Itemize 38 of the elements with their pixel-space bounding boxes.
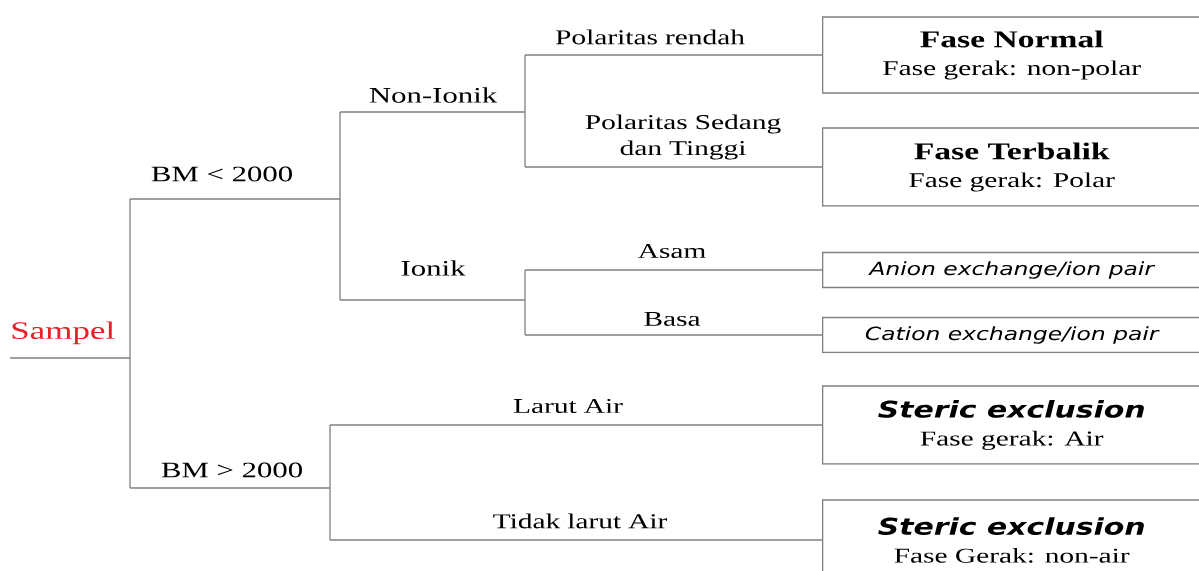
edge-label: Polaritas rendah [555,29,745,45]
branch-line [329,424,823,426]
branch-label: Non-Ionik [369,87,498,103]
branch-line [129,357,131,489]
branch-line [524,54,526,113]
branch-line [524,299,526,336]
result-box: Fase Terbalik Fase gerak: Polar [822,127,1199,207]
edge-label: Basa [644,312,701,326]
branch-line [129,487,331,489]
result-box: Anion exchange/ion pair [822,251,1199,289]
branch-line [524,111,526,168]
branch-line [339,111,526,113]
branch-line [524,54,823,56]
result-box: Cation exchange/ion pair [822,316,1199,354]
edge-label: Asam [638,243,706,259]
branch-line [129,198,131,359]
branch-label: BM > 2000 [161,462,302,478]
branch-line [329,424,331,489]
result-box: Steric exclusion Fase Gerak: non-air [822,499,1199,571]
branch-line [129,198,341,200]
branch-label: BM < 2000 [151,166,292,182]
edge-label: Tidak larut Air [493,513,668,529]
edge-label: Larut Air [513,398,623,414]
branch-label: Ionik [401,260,466,276]
result-box: Steric exclusion Fase gerak: Air [822,385,1199,465]
branch-line [524,269,526,301]
branch-line [339,299,526,301]
branch-line [524,269,823,271]
branch-line [9,357,131,359]
result-box: Fase Normal Fase gerak: non-polar [822,16,1199,94]
branch-line [524,166,823,168]
branch-line [524,334,823,336]
branch-line [329,539,823,541]
edge-label: Polaritas Sedang dan Tinggi [585,114,781,160]
branch-line [339,111,341,200]
branch-line [329,487,331,541]
branch-line [339,198,341,301]
root-label: Sampel [12,321,115,345]
